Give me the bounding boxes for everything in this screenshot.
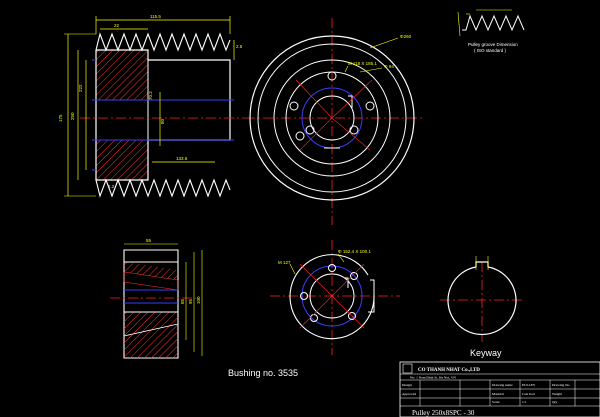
- company-address: No: 1 Nam Dinh St, Ha Noi, VN: [410, 376, 456, 381]
- bushing-dim-1: 85: [180, 298, 185, 304]
- label-m118: M 118 X 185.1: [348, 61, 377, 66]
- bushing-label-m127: M 127: [278, 260, 291, 265]
- groove-caption-1: Pulley groove Dimension: [468, 42, 518, 47]
- keyway-caption: Keyway: [470, 348, 502, 358]
- tb-row2-value: Cast Iron: [522, 392, 535, 396]
- dim-top: 115.5: [150, 14, 161, 19]
- groove-teeth-top: [95, 32, 231, 52]
- label-phi94: Φ 94: [384, 64, 394, 69]
- tb-row3-value: 1/1: [522, 400, 527, 404]
- groove-caption-2: ( ISO standard ): [474, 48, 507, 53]
- dim-inner-1: 70.2: [148, 91, 153, 100]
- company-name: CO THANH NHAT Co.,LTD: [418, 368, 480, 373]
- pulley-section-view: 115.5 22 2.5 175 250 222 70.2 80 1.2 133…: [58, 14, 245, 198]
- tb-row1-label: Design: [402, 383, 412, 387]
- dim-top-2: 22: [114, 23, 120, 28]
- dim-left-2: 250: [70, 112, 75, 120]
- bushing-caption: Bushing no. 3535: [228, 368, 298, 378]
- dim-left-3: 222: [78, 84, 83, 92]
- bushing-side-view: 55 85 95 100: [110, 238, 203, 359]
- hub-hatch-top: [96, 50, 148, 100]
- bushing-dim-2: 95: [188, 298, 193, 304]
- tb-row1-value: PULLEY: [522, 383, 536, 387]
- tb-row2-label: Approved: [402, 392, 416, 396]
- dim-left-1: 175: [58, 114, 63, 122]
- dim-bottom-1: 1.2: [108, 184, 115, 189]
- bushing-dim-top: 55: [146, 238, 152, 243]
- title-block: CO THANH NHAT Co.,LTD No: 1 Nam Dinh St,…: [399, 361, 600, 417]
- groove-teeth-bottom: [95, 178, 231, 198]
- tb-row2-field: Material: [492, 392, 504, 396]
- bushing-label-phi152: Φ 152.4 X 100.1: [338, 249, 371, 254]
- tb-row3-field2: Qty: [552, 400, 558, 404]
- tb-row3-field: Scale: [492, 400, 500, 404]
- dim-inner-2: 80: [160, 118, 165, 124]
- dim-bottom-2: 133.6: [176, 156, 188, 161]
- tb-row1-field2: Drawing No.: [552, 383, 570, 387]
- hub-hatch-bottom: [96, 140, 148, 180]
- bushing-dim-3: 100: [196, 296, 201, 304]
- tb-row2-field2: Weight: [552, 392, 562, 396]
- label-phi260: Φ260: [400, 34, 412, 39]
- bushing-front-view: M 127 Φ 152.4 X 100.1: [270, 240, 400, 355]
- dim-top-3: 2.5: [236, 44, 243, 49]
- company-logo: [402, 363, 413, 374]
- part-name: Pulley 250x8SPC - 30: [412, 409, 475, 417]
- pulley-front-view: Φ260 M 118 X 185.1 Φ 94: [245, 18, 425, 225]
- tb-row1-field: Drawing name: [492, 383, 513, 387]
- keyway-view: [440, 256, 524, 342]
- groove-detail: Pulley groove Dimension ( ISO standard ): [457, 9, 525, 53]
